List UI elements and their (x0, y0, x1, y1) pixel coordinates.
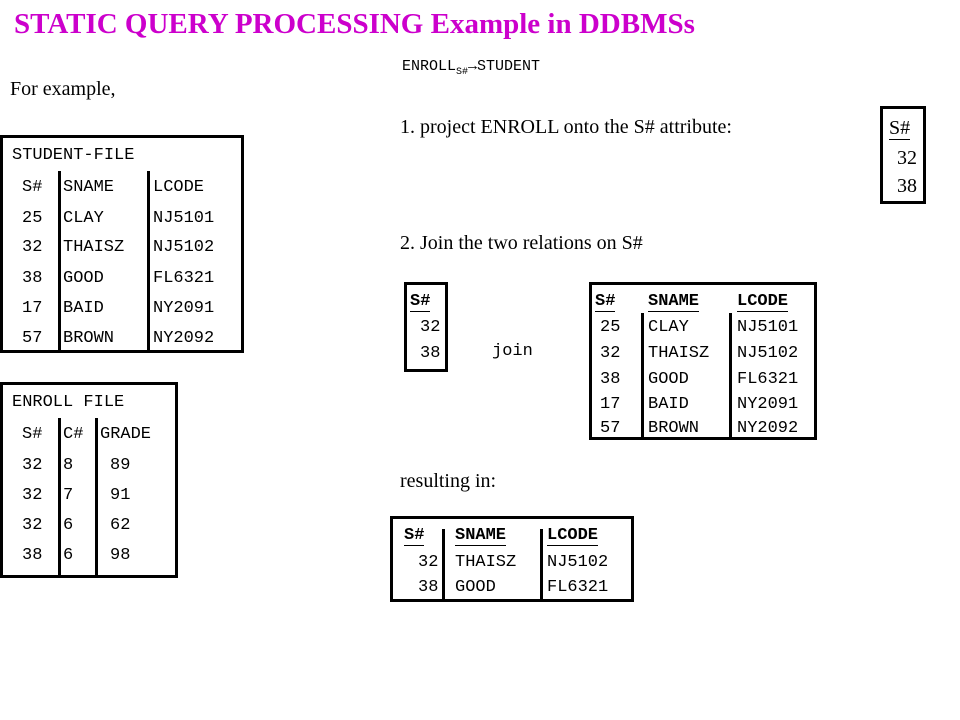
student-cell: CLAY (63, 209, 104, 228)
join-right-cell: THAISZ (648, 344, 710, 363)
result-cell: GOOD (455, 578, 496, 597)
enroll-header-grade: GRADE (100, 425, 152, 444)
student-cell: BAID (63, 299, 104, 318)
enroll-cell: 7 (63, 486, 74, 505)
join-right-cell: GOOD (648, 370, 689, 389)
result-header-lcode: LCODE (547, 526, 599, 546)
enroll-cell: 6 (63, 546, 74, 565)
student-cell: BROWN (63, 329, 115, 348)
enroll-cell: 62 (110, 516, 131, 535)
student-cell: 32 (22, 238, 43, 257)
student-header-sname: SNAME (63, 178, 115, 197)
column-divider (95, 418, 98, 578)
projection-value: 32 (897, 147, 917, 169)
student-cell: 17 (22, 299, 43, 318)
projection-table: S# 32 38 (880, 106, 926, 204)
enroll-file-table: ENROLL FILE S# C# GRADE 32 8 89 32 7 91 … (0, 382, 178, 578)
enroll-cell: 8 (63, 456, 74, 475)
result-header-sname: SNAME (455, 526, 507, 546)
student-cell: NY2092 (153, 329, 215, 348)
enroll-header-sno: S# (22, 425, 43, 444)
student-cell: 57 (22, 329, 43, 348)
projection-header: S# (889, 117, 911, 140)
result-label: resulting in: (400, 470, 497, 492)
enroll-cell: 32 (22, 486, 43, 505)
result-table: S# SNAME LCODE 32 THAISZ NJ5102 38 GOOD … (390, 516, 634, 602)
enroll-file-title: ENROLL FILE (12, 393, 125, 412)
column-divider (641, 313, 644, 440)
result-cell: 32 (418, 553, 439, 572)
student-cell: NJ5101 (153, 209, 215, 228)
column-divider (58, 418, 61, 578)
student-file-title: STUDENT-FILE (12, 146, 135, 165)
column-divider (442, 529, 445, 602)
join-right-header-lcode: LCODE (737, 292, 789, 312)
join-left-value: 38 (420, 344, 441, 363)
expression-right: STUDENT (477, 58, 541, 75)
join-right-cell: BROWN (648, 419, 700, 438)
enroll-cell: 6 (63, 516, 74, 535)
join-right-cell: NJ5102 (737, 344, 799, 363)
student-file-table: STUDENT-FILE S# SNAME LCODE 25 CLAY NJ51… (0, 135, 244, 353)
enroll-cell: 89 (110, 456, 131, 475)
student-cell: 25 (22, 209, 43, 228)
column-divider (729, 313, 732, 440)
student-cell: NJ5102 (153, 238, 215, 257)
join-right-cell: 38 (600, 370, 621, 389)
join-operator: join (492, 342, 533, 361)
student-cell: NY2091 (153, 299, 215, 318)
join-left-value: 32 (420, 318, 441, 337)
student-header-sno: S# (22, 178, 43, 197)
student-cell: 38 (22, 269, 43, 288)
intro-text: For example, (10, 78, 116, 100)
expression-left: ENROLL (402, 58, 457, 75)
student-cell: FL6321 (153, 269, 215, 288)
enroll-cell: 91 (110, 486, 131, 505)
enroll-cell: 32 (22, 456, 43, 475)
join-right-cell: BAID (648, 395, 689, 414)
join-right-cell: NY2091 (737, 395, 799, 414)
expression-subscript: S# (456, 67, 469, 78)
student-cell: THAISZ (63, 238, 125, 257)
step2-text: 2. Join the two relations on S# (400, 232, 643, 254)
join-left-header: S# (410, 292, 431, 312)
column-divider (58, 171, 61, 353)
join-left-table: S# 32 38 (404, 282, 448, 372)
query-expression: ENROLLS#→STUDENT (402, 58, 540, 78)
enroll-cell: 98 (110, 546, 131, 565)
join-right-table: S# SNAME LCODE 25 CLAY NJ5101 32 THAISZ … (589, 282, 817, 440)
join-right-cell: 57 (600, 419, 621, 438)
result-cell: FL6321 (547, 578, 609, 597)
join-right-header-sno: S# (595, 292, 616, 312)
enroll-header-cno: C# (63, 425, 84, 444)
column-divider (540, 529, 543, 602)
result-cell: THAISZ (455, 553, 517, 572)
join-right-header-sname: SNAME (648, 292, 700, 312)
result-cell: 38 (418, 578, 439, 597)
column-divider (147, 171, 150, 353)
join-right-cell: FL6321 (737, 370, 799, 389)
student-cell: GOOD (63, 269, 104, 288)
step1-text: 1. project ENROLL onto the S# attribute: (400, 116, 732, 138)
enroll-cell: 38 (22, 546, 43, 565)
projection-value: 38 (897, 175, 917, 197)
expression-arrow: → (468, 58, 478, 75)
result-header-sno: S# (404, 526, 425, 546)
page-title: STATIC QUERY PROCESSING Example in DDBMS… (14, 8, 695, 40)
student-header-lcode: LCODE (153, 178, 205, 197)
join-right-cell: 25 (600, 318, 621, 337)
join-right-cell: NY2092 (737, 419, 799, 438)
join-right-cell: 32 (600, 344, 621, 363)
join-right-cell: NJ5101 (737, 318, 799, 337)
join-right-cell: CLAY (648, 318, 689, 337)
result-cell: NJ5102 (547, 553, 609, 572)
enroll-cell: 32 (22, 516, 43, 535)
join-right-cell: 17 (600, 395, 621, 414)
